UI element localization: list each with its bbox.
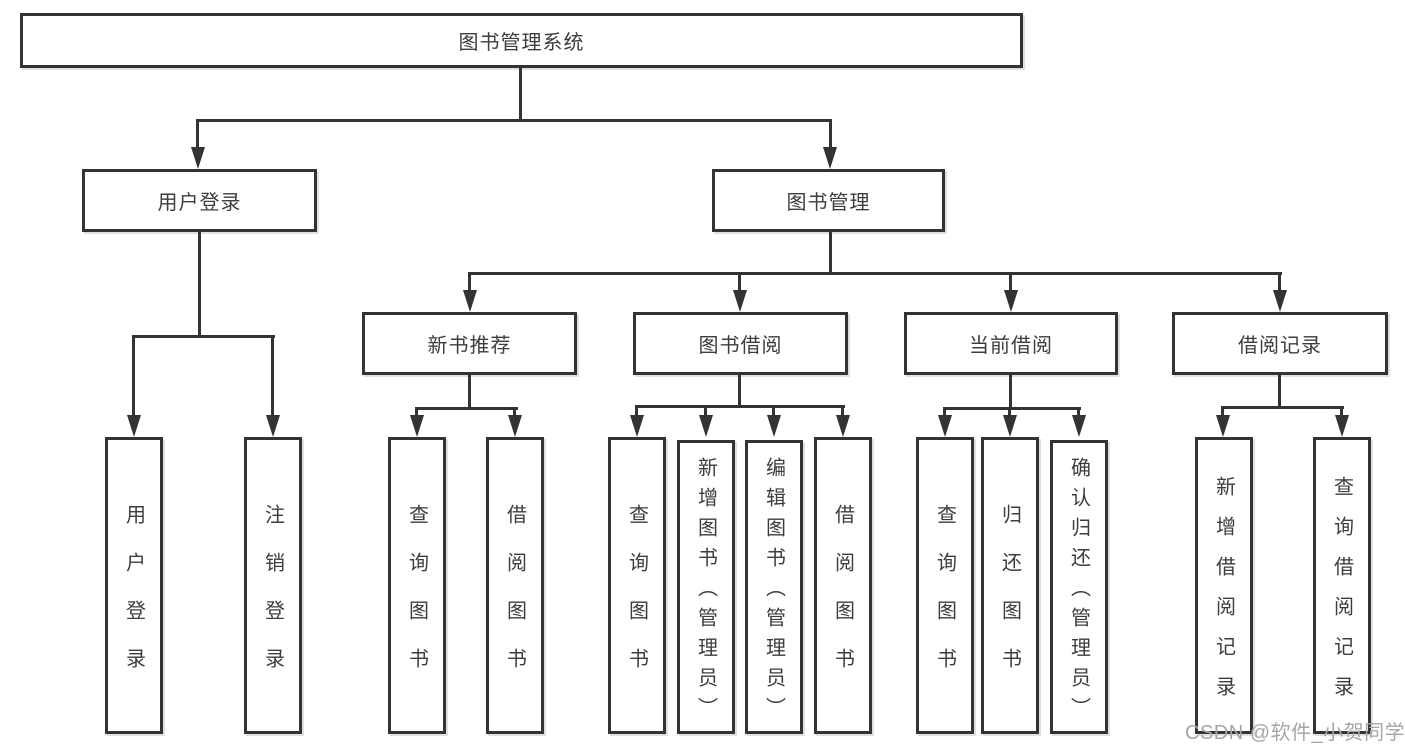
node-borrowing-records-label: 借阅记录 <box>1238 335 1322 357</box>
leaf-bb-add-book-admin-label: 新增图书（管理员） <box>694 457 717 727</box>
connector-drop-br-add <box>1221 406 1224 421</box>
node-current-borrowing: 当前借阅 <box>904 312 1118 375</box>
connector-drop-borrow-records <box>1278 272 1281 294</box>
leaf-user-login-label: 用户登录 <box>122 503 145 696</box>
node-book-management-label: 图书管理 <box>786 192 871 214</box>
connector-drop-leaf-user-login <box>132 335 135 421</box>
node-borrowing-records: 借阅记录 <box>1172 312 1388 375</box>
connector-user-login-stem <box>198 232 201 337</box>
connector-user-login-hline <box>132 335 275 338</box>
leaf-bb-query-book-label: 查询图书 <box>625 503 648 696</box>
arrow-down-icon <box>630 415 644 437</box>
leaf-br-add-record: 新增借阅记录 <box>1195 437 1253 734</box>
connector-new-book-rec-hline <box>415 407 518 410</box>
connector-drop-user-login <box>196 119 199 151</box>
leaf-user-login: 用户登录 <box>105 437 163 734</box>
arrow-down-icon <box>836 415 850 437</box>
node-new-book-recommendation: 新书推荐 <box>362 312 577 375</box>
leaf-cb-confirm-return-admin: 确认归还（管理员） <box>1050 440 1108 734</box>
connector-book-borrow-hline <box>635 405 845 408</box>
node-user-login-label: 用户登录 <box>157 192 242 214</box>
connector-drop-book-borrow <box>738 272 741 294</box>
node-current-borrowing-label: 当前借阅 <box>969 335 1053 357</box>
arrow-down-icon <box>1072 415 1086 437</box>
connector-drop-current-borrow <box>1009 272 1012 294</box>
node-book-borrowing-label: 图书借阅 <box>698 335 783 357</box>
connector-drop-cb-query <box>943 407 946 421</box>
connector-drop-new-book-rec <box>468 272 471 294</box>
leaf-cb-query-book-label: 查询图书 <box>933 503 956 696</box>
connector-drop-cb-return <box>1008 407 1011 421</box>
connector-drop-bb-query <box>635 405 638 421</box>
arrow-down-icon <box>1004 290 1018 312</box>
connector-drop-bb-edit <box>772 405 775 421</box>
connector-drop-br-query <box>1340 406 1343 421</box>
leaf-logout-label: 注销登录 <box>261 503 284 696</box>
node-user-login: 用户登录 <box>82 169 317 232</box>
node-book-borrowing: 图书借阅 <box>633 312 848 375</box>
leaf-logout: 注销登录 <box>244 437 302 734</box>
connector-drop-leaf-logout <box>271 335 274 421</box>
node-book-management: 图书管理 <box>712 169 945 232</box>
arrow-down-icon <box>1335 415 1349 437</box>
connector-new-book-rec-stem <box>468 375 471 409</box>
connector-book-borrow-stem <box>738 375 741 407</box>
leaf-bb-add-book-admin: 新增图书（管理员） <box>677 440 735 734</box>
arrow-down-icon <box>1003 415 1017 437</box>
arrow-down-icon <box>266 415 280 437</box>
leaf-rec-query-book-label: 查询图书 <box>405 503 428 696</box>
connector-drop-book-mgmt <box>829 119 832 151</box>
arrow-down-icon <box>733 290 747 312</box>
connector-drop-bb-add <box>704 405 707 421</box>
connector-drop-bb-borrow <box>841 405 844 421</box>
arrow-down-icon <box>823 147 837 169</box>
arrow-down-icon <box>1273 290 1287 312</box>
connector-borrow-records-stem <box>1278 375 1281 408</box>
arrow-down-icon <box>410 415 424 437</box>
leaf-rec-borrow-book-label: 借阅图书 <box>503 503 526 696</box>
connector-drop-rec-query <box>415 407 418 421</box>
leaf-br-query-record: 查询借阅记录 <box>1313 437 1371 734</box>
leaf-cb-return-book-label: 归还图书 <box>998 503 1021 696</box>
connector-borrow-records-hline <box>1221 406 1344 409</box>
node-root-library-management-system: 图书管理系统 <box>20 13 1023 68</box>
leaf-cb-confirm-return-admin-label: 确认归还（管理员） <box>1067 457 1090 727</box>
arrow-down-icon <box>127 415 141 437</box>
connector-root-stem <box>519 68 522 121</box>
connector-drop-rec-borrow <box>513 407 516 421</box>
leaf-cb-return-book: 归还图书 <box>981 437 1039 734</box>
arrow-down-icon <box>1216 415 1230 437</box>
node-root-label: 图书管理系统 <box>458 32 585 54</box>
arrow-down-icon <box>699 415 713 437</box>
leaf-bb-edit-book-admin-label: 编辑图书（管理员） <box>762 457 785 727</box>
connector-book-mgmt-stem <box>829 232 832 275</box>
connector-drop-cb-confirm <box>1077 407 1080 421</box>
leaf-br-add-record-label: 新增借阅记录 <box>1212 475 1235 716</box>
connector-current-borrow-stem <box>1009 375 1012 409</box>
node-new-book-recommendation-label: 新书推荐 <box>427 335 512 357</box>
connector-level3-hline <box>468 272 1282 275</box>
leaf-bb-edit-book-admin: 编辑图书（管理员） <box>745 440 803 734</box>
arrow-down-icon <box>767 415 781 437</box>
leaf-bb-query-book: 查询图书 <box>608 437 666 734</box>
arrow-down-icon <box>191 147 205 169</box>
leaf-rec-query-book: 查询图书 <box>388 437 446 734</box>
leaf-bb-borrow-book-label: 借阅图书 <box>831 503 854 696</box>
leaf-rec-borrow-book: 借阅图书 <box>486 437 544 734</box>
connector-current-borrow-hline <box>943 407 1081 410</box>
leaf-cb-query-book: 查询图书 <box>916 437 974 734</box>
csdn-watermark: CSDN @软件_小贺同学 <box>1185 722 1405 744</box>
arrow-down-icon <box>463 290 477 312</box>
arrow-down-icon <box>508 415 522 437</box>
leaf-bb-borrow-book: 借阅图书 <box>814 437 872 734</box>
leaf-br-query-record-label: 查询借阅记录 <box>1330 475 1353 716</box>
arrow-down-icon <box>938 415 952 437</box>
connector-level2-hline <box>196 119 832 122</box>
